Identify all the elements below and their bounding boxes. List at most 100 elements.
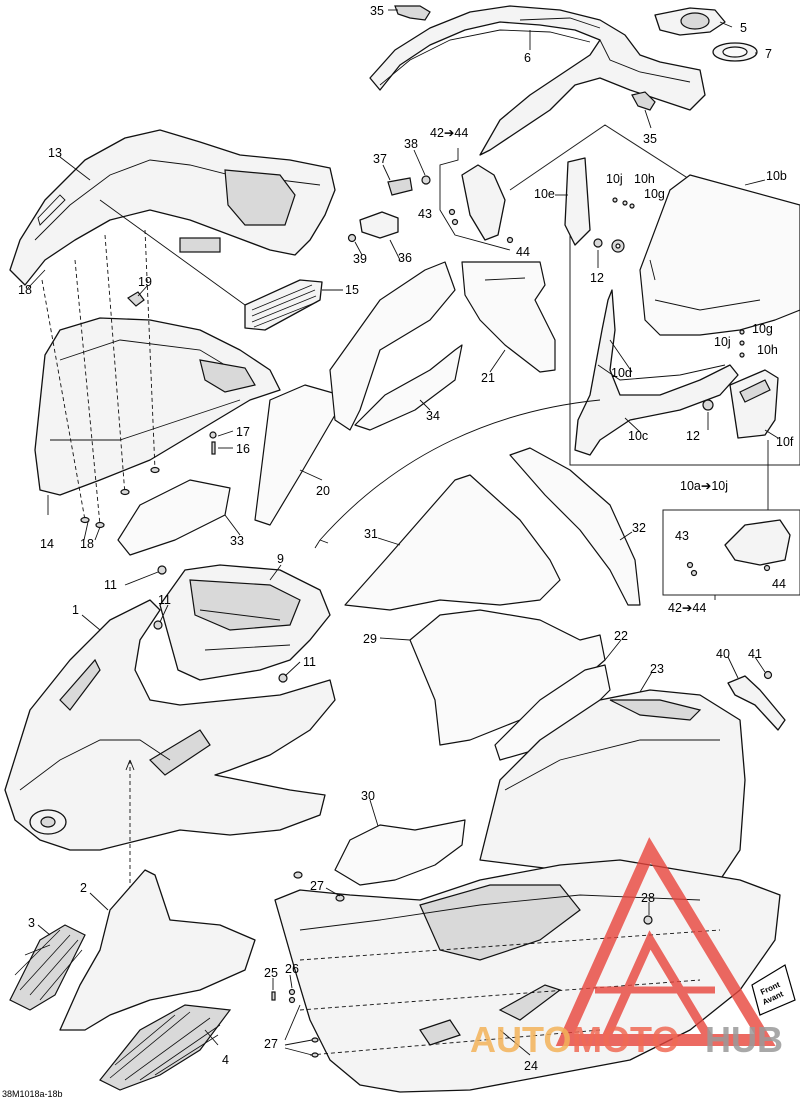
callout-32: 32 bbox=[632, 521, 646, 535]
callout-37: 37 bbox=[373, 152, 387, 166]
part-40-41-strap bbox=[727, 670, 786, 731]
part-35-clip-top bbox=[394, 5, 431, 21]
part-31-pad bbox=[344, 474, 561, 611]
callout-44-top: 44 bbox=[516, 245, 530, 259]
callout-25: 25 bbox=[264, 966, 278, 980]
part-32-pad bbox=[509, 447, 641, 606]
callout-33: 33 bbox=[230, 534, 244, 548]
assembly-arc bbox=[314, 399, 601, 549]
callout-16: 16 bbox=[236, 442, 250, 456]
callout-22: 22 bbox=[614, 629, 628, 643]
callout-23: 23 bbox=[650, 662, 664, 676]
callout-11-b: 11 bbox=[158, 593, 171, 607]
callout-20: 20 bbox=[316, 484, 330, 498]
windshield-group-box bbox=[509, 124, 800, 510]
callout-29: 29 bbox=[363, 632, 377, 646]
watermark-text-auto: AUTO bbox=[470, 1019, 571, 1060]
callout-39: 39 bbox=[353, 252, 367, 266]
callout-43-box: 43 bbox=[675, 529, 689, 543]
document-code: 38M1018a-18b bbox=[2, 1089, 63, 1099]
callout-10g-top: 10g bbox=[644, 187, 665, 201]
callout-38: 38 bbox=[404, 137, 418, 151]
part-1-front-hood bbox=[4, 599, 336, 960]
part-11-fastener-a bbox=[157, 565, 167, 575]
callout-10e: 10e bbox=[534, 187, 555, 201]
part-42-44-bracket-top bbox=[439, 148, 514, 251]
callout-10j-top: 10j bbox=[606, 172, 623, 186]
callout-31: 31 bbox=[364, 527, 378, 541]
callout-labels: 35 5 6 7 35 13 37 38 42➔44 43 44 36 39 1… bbox=[18, 4, 794, 1073]
callout-18-top: 18 bbox=[18, 283, 32, 297]
callout-13: 13 bbox=[48, 146, 62, 160]
part-7-ring bbox=[712, 42, 758, 62]
callout-18-lower: 18 bbox=[80, 537, 94, 551]
part-25-27-screws bbox=[271, 871, 345, 1058]
part-19-clip bbox=[127, 291, 145, 307]
part-6-upper-console bbox=[369, 5, 706, 156]
part-4-grille bbox=[99, 1004, 232, 1091]
part-5-bezel bbox=[654, 7, 726, 36]
callout-17: 17 bbox=[236, 425, 250, 439]
callout-11-c: 11 bbox=[303, 655, 316, 669]
callout-7: 7 bbox=[765, 47, 772, 61]
callout-40: 40 bbox=[716, 647, 730, 661]
callout-1: 1 bbox=[72, 603, 79, 617]
part-21-pad bbox=[461, 261, 556, 373]
part-18-nuts bbox=[80, 466, 160, 529]
part-15-vent bbox=[244, 279, 323, 331]
callout-9: 9 bbox=[277, 552, 284, 566]
part-20-pad bbox=[254, 384, 341, 526]
callout-35-top: 35 bbox=[370, 4, 384, 18]
callout-15: 15 bbox=[345, 283, 359, 297]
watermark-text-moto: MOTO bbox=[572, 1019, 679, 1060]
callout-5: 5 bbox=[740, 21, 747, 35]
part-36-39-bracket bbox=[347, 175, 431, 243]
part-28-fastener bbox=[643, 915, 653, 925]
callout-27-top: 27 bbox=[310, 879, 324, 893]
callout-43-top: 43 bbox=[418, 207, 432, 221]
callout-35-lower: 35 bbox=[643, 132, 657, 146]
part-9-bracket bbox=[159, 564, 331, 681]
callout-3: 3 bbox=[28, 916, 35, 930]
callout-34: 34 bbox=[426, 409, 440, 423]
callout-36: 36 bbox=[398, 251, 412, 265]
callout-10h-lower: 10h bbox=[757, 343, 778, 357]
part-14-lower-panel bbox=[34, 317, 281, 496]
part-22-pad bbox=[494, 664, 611, 761]
callout-10c: 10c bbox=[628, 429, 648, 443]
watermark-text-hub: HUB bbox=[705, 1019, 783, 1060]
callout-10g-lower: 10g bbox=[752, 322, 773, 336]
assembly-lines-left bbox=[41, 199, 246, 526]
leader-lines bbox=[27, 9, 779, 1056]
callout-26: 26 bbox=[285, 962, 299, 976]
part-17-16-screws bbox=[209, 431, 217, 455]
callout-10j-lower: 10j bbox=[714, 335, 731, 349]
part-35-clip-lower bbox=[631, 91, 656, 111]
callout-42-44-top: 42➔44 bbox=[430, 126, 468, 140]
callout-28: 28 bbox=[641, 891, 655, 905]
callout-44-box: 44 bbox=[772, 577, 786, 591]
callout-41: 41 bbox=[748, 647, 762, 661]
part-2-lower-nose bbox=[59, 869, 256, 1031]
callout-10b: 10b bbox=[766, 169, 787, 183]
callout-10d: 10d bbox=[611, 366, 632, 380]
part-34-pad bbox=[329, 261, 463, 431]
callout-2: 2 bbox=[80, 881, 87, 895]
callout-10a-10j: 10a➔10j bbox=[680, 479, 728, 493]
callout-21: 21 bbox=[481, 371, 495, 385]
part-33-pad bbox=[117, 479, 231, 556]
callout-14: 14 bbox=[40, 537, 54, 551]
part-13-side-panel bbox=[9, 129, 336, 286]
bracket-box-42-44 bbox=[662, 509, 800, 600]
callout-27-lower: 27 bbox=[264, 1037, 278, 1051]
callout-12-lower: 12 bbox=[686, 429, 700, 443]
front-direction-tag: Front Avant bbox=[751, 964, 796, 1016]
callout-30: 30 bbox=[361, 789, 375, 803]
part-3-grille bbox=[9, 924, 86, 1011]
callout-24: 24 bbox=[524, 1059, 538, 1073]
callout-19: 19 bbox=[138, 275, 152, 289]
part-11-fastener-b bbox=[153, 620, 163, 630]
callout-10h-top: 10h bbox=[634, 172, 655, 186]
